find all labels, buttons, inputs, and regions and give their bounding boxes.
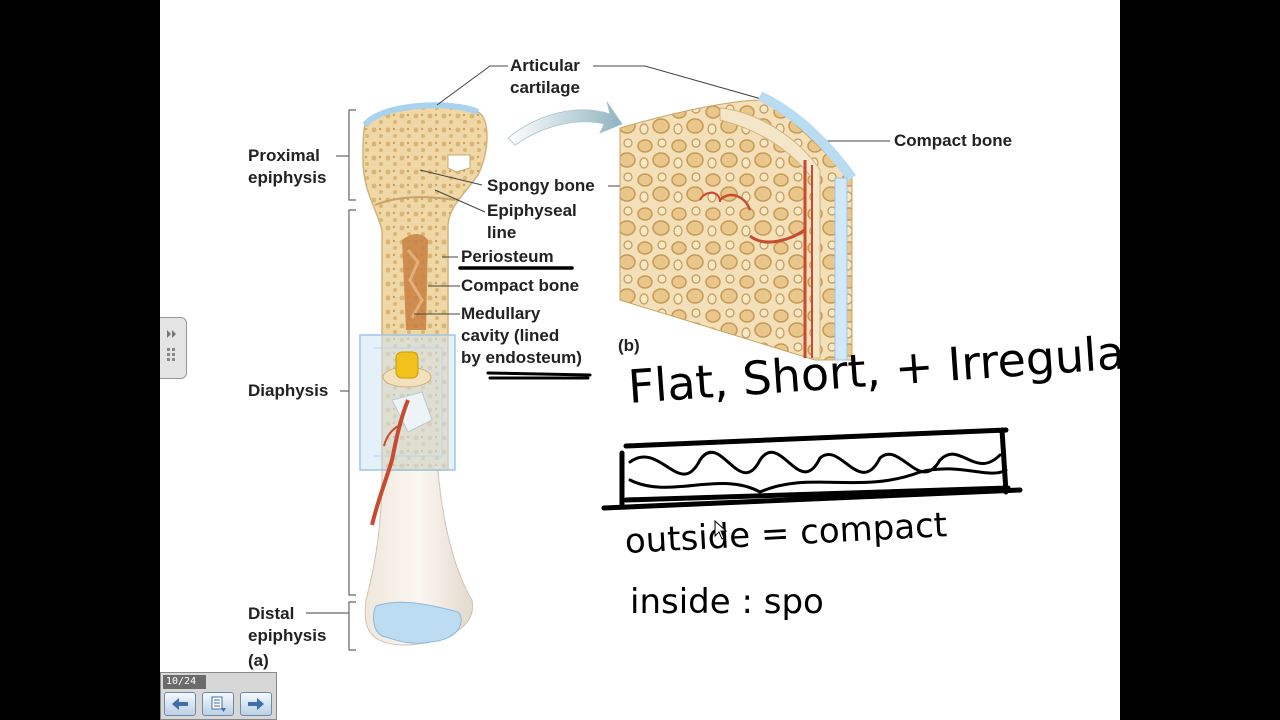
handwritten-marks bbox=[458, 266, 1023, 511]
nutrient-artery bbox=[370, 399, 410, 526]
arrow-left-icon bbox=[172, 698, 188, 710]
slide-list-button[interactable] bbox=[202, 692, 234, 716]
region-brackets bbox=[306, 109, 356, 651]
player-navigation: 10/24 bbox=[160, 672, 277, 720]
handwritten-line-inside: inside : spo bbox=[630, 582, 824, 622]
label-panel-a: (a) bbox=[248, 651, 269, 670]
scribble-fill bbox=[628, 450, 1008, 494]
label-spongy-bone: Spongy bone bbox=[487, 176, 595, 195]
label-periosteum: Periosteum bbox=[461, 247, 554, 266]
long-bone-diagram bbox=[306, 65, 1023, 651]
sidebar-toggle-tab[interactable] bbox=[160, 317, 187, 379]
proximal-cartilage bbox=[362, 102, 480, 128]
slide-counter: 10/24 bbox=[163, 675, 206, 689]
magnify-arrow bbox=[507, 101, 623, 146]
mouse-cursor bbox=[714, 520, 728, 540]
label-diaphysis: Diaphysis bbox=[248, 381, 329, 400]
arrow-right-icon bbox=[248, 698, 264, 710]
label-panel-b: (b) bbox=[618, 336, 640, 355]
next-slide-button[interactable] bbox=[240, 692, 272, 716]
epiphyseal-line bbox=[374, 196, 456, 206]
bone-section-diagram bbox=[619, 91, 857, 361]
slide-list-icon bbox=[211, 696, 226, 712]
distal-cartilage bbox=[373, 601, 462, 644]
previous-slide-button[interactable] bbox=[164, 692, 196, 716]
scribble-box-outline bbox=[601, 427, 1023, 511]
bone-shaft-lower bbox=[364, 469, 474, 646]
leader-lines bbox=[414, 65, 890, 315]
expand-icon bbox=[167, 330, 176, 361]
label-compact-bone-b: Compact bone bbox=[894, 131, 1013, 150]
underline-endosteum bbox=[486, 371, 592, 380]
medullary-cavity bbox=[402, 234, 428, 330]
label-compact-bone: Compact bone bbox=[461, 276, 580, 295]
